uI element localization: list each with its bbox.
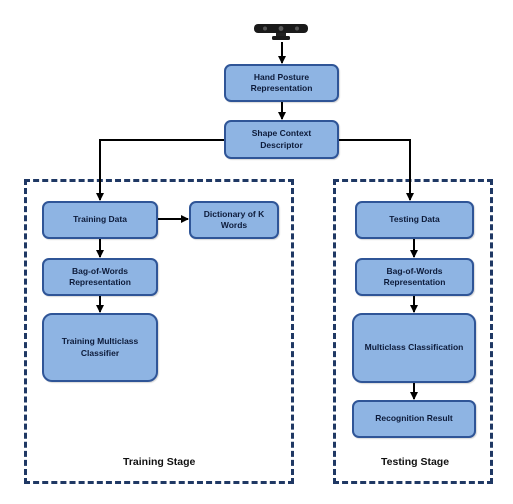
training-data-label: Training Data [73, 214, 127, 225]
multiclass-classification-box: Multiclass Classification [352, 313, 476, 383]
bag-of-words-training-box: Bag-of-Words Representation [42, 258, 158, 296]
depth-camera-icon [254, 24, 308, 40]
training-multiclass-classifier-box: Training Multiclass Classifier [42, 313, 158, 382]
hand-posture-label: Hand Posture Representation [250, 71, 313, 93]
testing-stage-container [333, 179, 493, 484]
training-classifier-label: Training Multiclass Classifier [61, 336, 139, 358]
training-stage-label: Training Stage [123, 456, 196, 468]
bag-of-words-testing-box: Bag-of-Words Representation [355, 258, 474, 296]
testing-stage-label: Testing Stage [381, 456, 450, 468]
testing-data-box: Testing Data [355, 201, 474, 239]
dictionary-label: Dictionary of K Words [203, 208, 265, 230]
bow-training-label: Bag-of-Words Representation [69, 265, 131, 287]
bow-testing-label: Bag-of-Words Representation [383, 265, 446, 287]
testing-data-label: Testing Data [389, 214, 440, 225]
multiclass-classification-label: Multiclass Classification [364, 342, 464, 353]
hand-posture-representation-box: Hand Posture Representation [224, 64, 339, 102]
shape-context-descriptor-box: Shape Context Descriptor [224, 120, 339, 159]
training-stage-container [24, 179, 294, 484]
shape-context-label: Shape Context Descriptor [251, 128, 312, 150]
dictionary-of-k-words-box: Dictionary of K Words [189, 201, 279, 239]
recognition-result-label: Recognition Result [375, 413, 453, 424]
recognition-result-box: Recognition Result [352, 400, 476, 438]
training-data-box: Training Data [42, 201, 158, 239]
